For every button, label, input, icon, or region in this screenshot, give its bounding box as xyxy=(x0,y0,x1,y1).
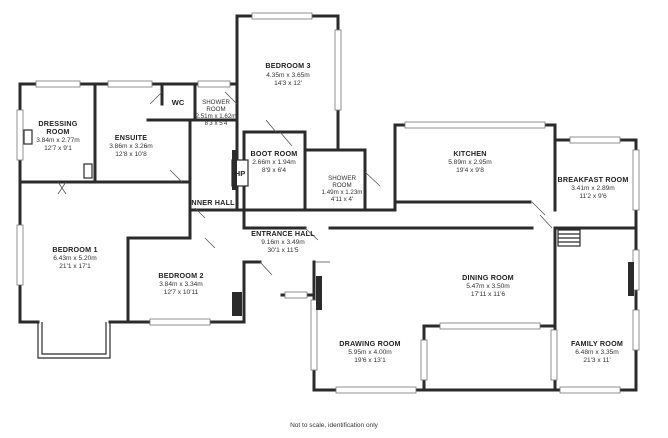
room-metric: 5.95m x 4.00m xyxy=(348,349,392,356)
room-shower-1: SHOWER ROOM 2.51m x 1.62m 8'3 x 5'4 xyxy=(196,99,237,127)
room-name: SHOWER xyxy=(328,175,356,182)
wardrobe xyxy=(23,129,33,145)
room-metric: 4.35m x 3.65m xyxy=(266,72,310,79)
room-breakfast: BREAKFAST ROOM 3.41m x 2.89m 11'2 x 9'6 xyxy=(557,175,628,200)
room-name: DRESSING xyxy=(38,119,77,128)
room-imperial: 30'1 x 11'5 xyxy=(268,247,299,254)
room-metric: 1.49m x 1.23m xyxy=(322,189,363,196)
room-imperial: 14'3 x 12' xyxy=(274,80,302,87)
room-entrance-hall: ENTRANCE HALL 9.16m x 3.49m 30'1 x 11'5 xyxy=(251,229,315,254)
fireplace-icon xyxy=(232,292,242,316)
room-imperial: 12'8 x 10'8 xyxy=(115,151,147,158)
room-imperial: 8'3 x 5'4 xyxy=(205,120,228,127)
room-metric: 3.86m x 3.26m xyxy=(109,143,153,150)
room-name: DINING ROOM xyxy=(462,273,514,282)
room-imperial: 19'6 x 13'1 xyxy=(354,357,386,364)
room-ensuite: ENSUITE 3.86m x 3.26m 12'8 x 10'8 xyxy=(109,133,153,158)
room-name-line2: ROOM xyxy=(206,106,225,113)
stairs xyxy=(557,229,581,247)
room-name: BEDROOM 1 xyxy=(52,245,97,254)
room-inner-hall: INNER HALL xyxy=(189,198,235,207)
room-bedroom-3: BEDROOM 3 4.35m x 3.65m 14'3 x 12' xyxy=(265,61,310,87)
room-imperial: 19'4 x 9'8 xyxy=(456,167,484,174)
room-dressing: DRESSING ROOM 3.84m x 2.77m 12'7 x 9'1 xyxy=(36,119,80,152)
room-name: BEDROOM 3 xyxy=(265,61,310,70)
wardrobe xyxy=(83,163,93,179)
room-imperial: 11'2 x 9'6 xyxy=(579,193,607,200)
doors xyxy=(57,91,553,276)
room-metric: 5.47m x 3.50m xyxy=(466,283,510,290)
room-name: KITCHEN xyxy=(453,149,486,158)
room-kitchen: KITCHEN 5.89m x 2.95m 19'4 x 9'8 xyxy=(448,149,492,174)
room-metric: 6.43m x 5.20m xyxy=(53,255,97,262)
walls xyxy=(18,14,638,392)
room-name: ENTRANCE HALL xyxy=(251,229,315,238)
room-shower-2: SHOWER ROOM 1.49m x 1.23m 4'11 x 4' xyxy=(322,175,363,203)
room-metric: 3.84m x 3.34m xyxy=(159,281,203,288)
room-name: ENSUITE xyxy=(115,133,148,142)
room-metric: 6.48m x 3.35m xyxy=(575,349,619,356)
room-name: BEDROOM 2 xyxy=(158,271,203,280)
room-bedroom-2: BEDROOM 2 3.84m x 3.34m 12'7 x 10'11 xyxy=(158,271,203,296)
room-dining: DINING ROOM 5.47m x 3.50m 17'11 x 11'6 xyxy=(462,273,514,298)
room-imperial: 4'11 x 4' xyxy=(331,196,353,203)
room-name-line2: ROOM xyxy=(332,182,351,189)
room-metric: 2.66m x 1.94m xyxy=(252,159,296,166)
room-imperial: 17'11 x 11'6 xyxy=(471,291,506,298)
room-family: FAMILY ROOM 6.48m x 3.35m 21'3 x 11' xyxy=(571,339,623,364)
room-name: BREAKFAST ROOM xyxy=(557,175,628,184)
windows xyxy=(16,12,640,394)
room-metric: 3.41m x 2.89m xyxy=(571,185,615,192)
room-bedroom-1: BEDROOM 1 6.43m x 5.20m 21'1 x 17'1 xyxy=(52,245,97,270)
room-boot: BOOT ROOM 2.66m x 1.94m 8'9 x 6'4 xyxy=(251,149,298,174)
room-name: BOOT ROOM xyxy=(251,149,298,158)
room-imperial: 21'3 x 11' xyxy=(583,357,610,364)
room-metric: 9.16m x 3.49m xyxy=(261,239,305,246)
room-metric: 2.51m x 1.62m xyxy=(196,113,237,120)
room-imperial: 8'9 x 6'4 xyxy=(262,167,286,174)
room-name: SHOWER xyxy=(202,99,230,106)
scale-disclaimer: Not to scale, identification only xyxy=(290,422,379,429)
room-drawing: DRAWING ROOM 5.95m x 4.00m 19'6 x 13'1 xyxy=(339,339,401,364)
fireplace-icon xyxy=(628,262,634,296)
room-wc: WC xyxy=(172,98,185,107)
room-hp: HP xyxy=(235,169,245,178)
room-name: DRAWING ROOM xyxy=(339,339,401,348)
room-imperial: 12'7 x 9'1 xyxy=(44,145,72,152)
room-imperial: 12'7 x 10'11 xyxy=(164,289,199,296)
room-metric: 5.89m x 2.95m xyxy=(448,159,492,166)
room-imperial: 21'1 x 17'1 xyxy=(59,263,91,270)
room-name: FAMILY ROOM xyxy=(571,339,623,348)
room-name-line2: ROOM xyxy=(46,127,69,136)
room-metric: 3.84m x 2.77m xyxy=(36,137,80,144)
fireplace-icon xyxy=(316,276,322,310)
